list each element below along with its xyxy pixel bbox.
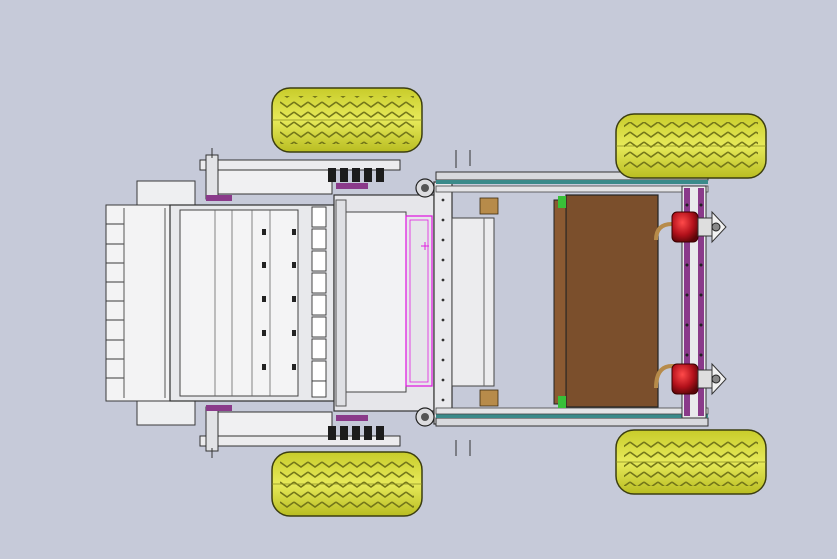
roller-blocks	[328, 168, 384, 440]
bearing-hub	[415, 178, 435, 427]
wheel-rear-right[interactable]	[271, 451, 423, 517]
cargo-deck[interactable]	[565, 194, 659, 408]
wheel-front-left[interactable]	[615, 113, 767, 179]
drive-motor-top[interactable]	[654, 210, 727, 244]
fasteners	[211, 148, 471, 458]
wheel-front-right[interactable]	[615, 429, 767, 495]
side-rails	[435, 171, 709, 427]
rear-attachment[interactable]	[105, 180, 335, 426]
wheel-rear-left[interactable]	[271, 87, 423, 153]
comb-teeth	[311, 206, 327, 398]
drive-motor-bottom[interactable]	[654, 362, 727, 396]
origin-marker	[421, 242, 429, 250]
rear-brackets	[206, 183, 368, 421]
tine-row	[106, 223, 124, 379]
selected-panel[interactable]	[405, 215, 433, 387]
tan-brackets	[479, 197, 499, 407]
